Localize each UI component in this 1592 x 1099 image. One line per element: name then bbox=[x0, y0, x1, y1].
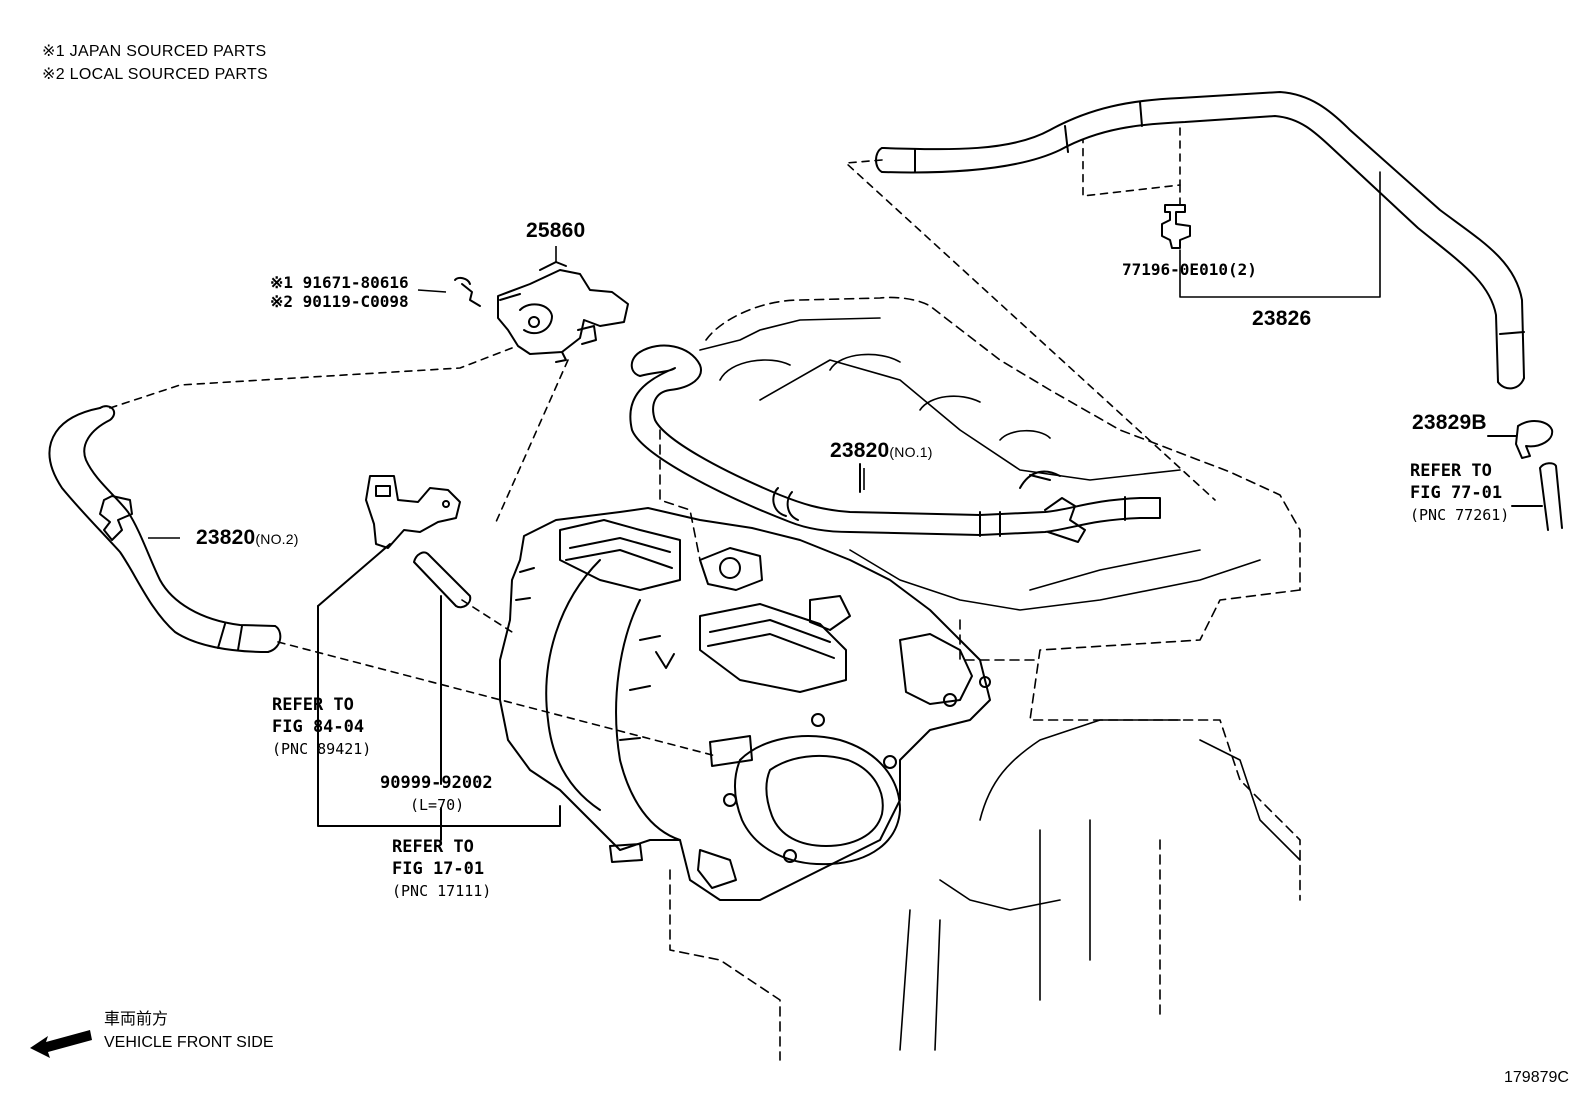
note-local-sourced: ※2 LOCAL SOURCED PARTS bbox=[42, 66, 268, 83]
part-label-23829b[interactable]: 23829B bbox=[1412, 411, 1487, 434]
sensor-89421-drawing bbox=[317, 475, 561, 827]
guide-lines-top bbox=[845, 127, 1216, 501]
refer-fig-84-04-pnc: (PNC 89421) bbox=[272, 740, 372, 758]
clip-77196-drawing bbox=[1161, 204, 1191, 249]
note-japan-sourced: ※1 JAPAN SOURCED PARTS bbox=[42, 43, 267, 60]
refer-fig-77-01-line2: FIG 77-01 bbox=[1410, 483, 1503, 503]
front-label-en: VEHICLE FRONT SIDE bbox=[104, 1034, 274, 1051]
refer-fig-17-01[interactable]: REFER TO FIG 17-01 (PNC 17111) bbox=[392, 836, 491, 902]
part-label-23820-no1[interactable]: 23820(NO.1) bbox=[830, 440, 933, 461]
arrow-left-icon bbox=[30, 1030, 92, 1058]
hose-23820-no2-drawing bbox=[48, 405, 282, 653]
front-label-jp: 車両前方 bbox=[104, 1011, 169, 1028]
refer-fig-17-01-pnc: (PNC 17111) bbox=[392, 882, 492, 900]
part-suffix: (NO.1) bbox=[889, 444, 933, 460]
part-number: 23820 bbox=[830, 439, 890, 462]
guide-lines-left bbox=[109, 347, 717, 757]
part-label-23820-no2[interactable]: 23820(NO.2) bbox=[196, 527, 299, 548]
part-label-bolt-90119[interactable]: ※2 90119-C0098 bbox=[270, 292, 409, 311]
vsv-25860-drawing bbox=[454, 261, 629, 363]
part-suffix: (NO.2) bbox=[255, 531, 299, 547]
part-label-clip-77196[interactable]: 77196-0E010(2) bbox=[1122, 260, 1257, 279]
part-label-23826[interactable]: 23826 bbox=[1252, 307, 1312, 330]
engine-outline bbox=[659, 296, 1301, 1061]
hose-length: (L=70) bbox=[410, 796, 465, 814]
intake-manifold-drawing bbox=[499, 507, 991, 901]
part-number: 23820 bbox=[196, 526, 256, 549]
leader-lines bbox=[148, 246, 865, 539]
hose-77261-drawing bbox=[1511, 462, 1563, 531]
hose-90999-drawing bbox=[413, 551, 472, 841]
refer-fig-84-04[interactable]: REFER TO FIG 84-04 (PNC 89421) bbox=[272, 694, 371, 760]
refer-fig-77-01-pnc: (PNC 77261) bbox=[1410, 506, 1510, 524]
part-label-25860[interactable]: 25860 bbox=[526, 219, 586, 242]
part-number: 90999-92002 bbox=[380, 773, 493, 793]
hose-23820-no1-drawing bbox=[629, 344, 1161, 543]
refer-fig-17-01-line2: FIG 17-01 bbox=[392, 859, 485, 879]
part-label-bolt-91671[interactable]: ※1 91671-80616 bbox=[270, 273, 409, 292]
part-label-90999[interactable]: 90999-92002 (L=70) bbox=[380, 772, 493, 816]
engine-body bbox=[699, 317, 1301, 1051]
figure-id: 179879C bbox=[1504, 1069, 1569, 1086]
refer-fig-84-04-line2: FIG 84-04 bbox=[272, 717, 365, 737]
refer-fig-77-01-line1: REFER TO bbox=[1410, 461, 1492, 481]
refer-fig-77-01[interactable]: REFER TO FIG 77-01 (PNC 77261) bbox=[1410, 460, 1509, 526]
hose-23826-drawing bbox=[875, 91, 1525, 390]
refer-fig-84-04-line1: REFER TO bbox=[272, 695, 354, 715]
clamp-23829b-drawing bbox=[1487, 420, 1554, 459]
refer-fig-17-01-line1: REFER TO bbox=[392, 837, 474, 857]
